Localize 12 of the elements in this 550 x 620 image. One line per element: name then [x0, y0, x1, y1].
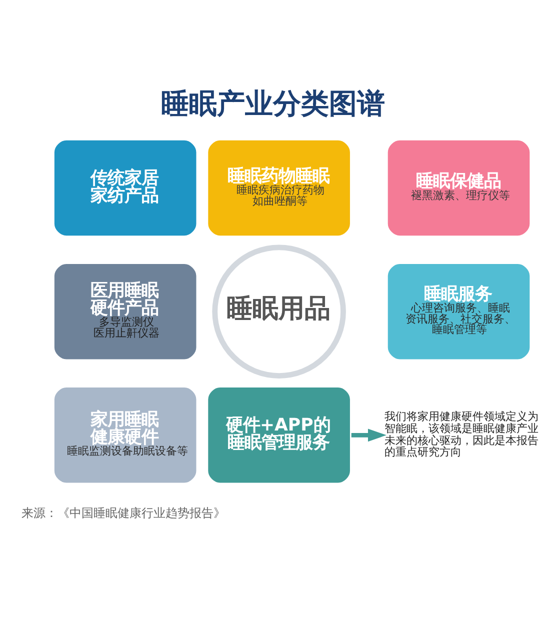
node-text: 我们将家用健康硬件领域定义为智能眠，该领域是睡眠健康产业未来的核心驱动，因此是本报告的重点研究方向: [384, 410, 539, 458]
node-box: 医用睡眠硬件产品 多导监测仪 医用止鼾仪器: [52, 261, 198, 361]
node-box: 传统家居家纺产品: [52, 138, 198, 238]
node-box: 硬件+APP的睡眠管理服务: [206, 384, 352, 484]
node-box: 家用睡眠健康硬件 睡眠监测设备助眠设备等: [52, 384, 198, 484]
arrow: [351, 428, 386, 442]
diagram-title: 睡眠产业分类图谱: [160, 86, 385, 120]
node-box: 睡眠服务 心理咨询服务、睡眠资讯服务、社交服务、睡眠管理等: [386, 261, 532, 361]
node-box: 睡眠保健品 褪黑激素、理疗仪等: [386, 138, 532, 238]
node-circle: 睡眠用品: [212, 244, 346, 378]
label: 来源：《中国睡眠健康行业趋势报告》: [21, 506, 226, 520]
node-box: 睡眠药物睡眠 睡眠疾病治疗药物如曲唑酮等: [206, 138, 352, 238]
